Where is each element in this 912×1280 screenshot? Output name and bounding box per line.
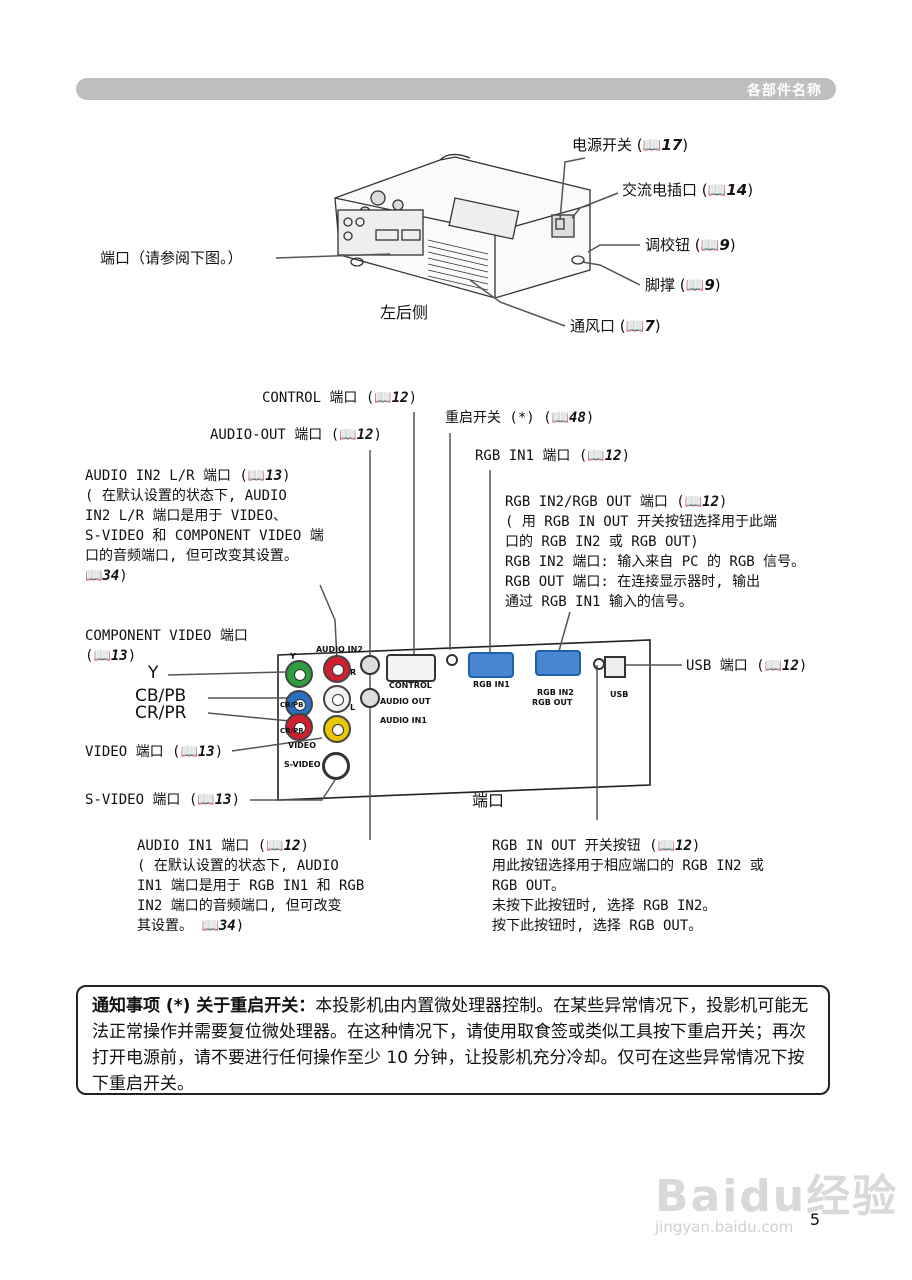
book-icon: 📖 <box>180 744 198 760</box>
top-diagram-caption: 左后侧 <box>380 303 429 322</box>
audio-in1-jack <box>360 688 380 708</box>
book-icon: 📖 <box>93 648 111 664</box>
book-icon: 📖 <box>551 410 570 426</box>
book-icon: 📖 <box>684 494 703 510</box>
label-vent: 通风口 (📖7) <box>570 317 661 335</box>
book-icon: 📖 <box>247 468 266 484</box>
panel-label-usb: USB <box>610 690 629 699</box>
book-icon: 📖 <box>707 181 727 199</box>
label-y: Y <box>148 663 159 683</box>
s-video-jack <box>322 752 350 780</box>
label-reset-switch: 重启开关 (*) (📖48) <box>445 410 595 426</box>
panel-label-cb: CB/PB <box>280 701 304 709</box>
label-power-switch: 电源开关 (📖17) <box>572 136 689 154</box>
panel-label-audio-in2: AUDIO IN2 <box>316 645 363 654</box>
label-video-port: VIDEO 端口 (📖13) <box>85 744 224 760</box>
watermark-url: jingyan.baidu.com <box>655 1218 794 1236</box>
reset-switch <box>446 654 458 666</box>
book-icon: 📖 <box>197 792 215 808</box>
label-cr-pr: CR/PR <box>135 703 187 723</box>
panel-label-cr: CR/PR <box>280 727 304 735</box>
label-control-port: CONTROL 端口 (📖12) <box>262 390 418 406</box>
book-icon: 📖 <box>685 276 705 294</box>
panel-label-rgb-in1: RGB IN1 <box>473 680 510 689</box>
panel-label-r: R <box>350 668 357 677</box>
audio-in2-l-jack <box>323 685 351 713</box>
rgb-in2-out-port <box>535 650 581 676</box>
book-icon: 📖 <box>700 236 720 254</box>
jack-center <box>332 664 344 676</box>
book-icon: 📖 <box>201 918 219 934</box>
book-icon: 📖 <box>85 568 103 584</box>
notice-body: 本投影机由内置微处理器控制。在某些异常情况下，投影机可能无法正常操作并需要复位微… <box>92 996 809 1094</box>
label-adjust-button: 调校钮 (📖9) <box>645 236 736 254</box>
label-rgb-in2-block: RGB IN2/RGB OUT 端口 (📖12) ( 用 RGB IN OUT … <box>505 494 806 610</box>
panel-label-audio-in1: AUDIO IN1 <box>380 716 427 725</box>
label-ac-inlet: 交流电插口 (📖14) <box>622 181 754 199</box>
book-icon: 📖 <box>374 390 392 406</box>
book-icon: 📖 <box>339 427 357 443</box>
panel-label-video: VIDEO <box>288 741 317 750</box>
label-cb-pb: CB/PB <box>135 686 187 706</box>
label-rgb-in1-port: RGB IN1 端口 (📖12) <box>475 448 631 464</box>
book-icon: 📖 <box>587 448 605 464</box>
jack-center <box>294 699 306 711</box>
label-component-video: COMPONENT VIDEO 端口 (📖13) <box>85 628 248 664</box>
panel-label-l: L <box>350 703 356 712</box>
watermark-logo: Baidu经验 <box>655 1171 899 1222</box>
panel-label-y: Y <box>290 652 296 661</box>
section-title: 各部件名称 <box>747 83 822 99</box>
jack-center <box>332 694 344 706</box>
label-audio-out-port: AUDIO-OUT 端口 (📖12) <box>210 427 382 443</box>
book-icon: 📖 <box>764 658 783 674</box>
book-icon: 📖 <box>266 838 284 854</box>
panel-label-control: CONTROL <box>389 681 432 690</box>
label-audio-in2-block: AUDIO IN2 L/R 端口 (📖13) ( 在默认设置的状态下, AUDI… <box>85 468 324 584</box>
jack-center <box>294 669 306 681</box>
book-icon: 📖 <box>625 317 645 335</box>
jack-center <box>332 724 344 736</box>
notice-title: 通知事项 (*) 关于重启开关： <box>92 996 316 1016</box>
usb-port <box>604 656 626 678</box>
connection-panel <box>277 639 651 801</box>
label-s-video-port: S-VIDEO 端口 (📖13) <box>85 792 241 808</box>
control-port <box>386 654 436 682</box>
jack-center <box>294 722 306 734</box>
label-foot: 脚撑 (📖9) <box>645 276 721 294</box>
rgb-in1-port <box>468 652 514 678</box>
label-audio-in1-block: AUDIO IN1 端口 (📖12) ( 在默认设置的状态下, AUDIO IN… <box>137 838 365 934</box>
label-usb-port: USB 端口 (📖12) <box>686 658 808 674</box>
projector-illustration <box>334 153 591 299</box>
label-rgb-switch-block: RGB IN OUT 开关按钮 (📖12) 用此按钮选择用于相应端口的 RGB … <box>492 838 764 934</box>
book-icon: 📖 <box>642 136 662 154</box>
audio-out-jack <box>360 655 380 675</box>
header-bar <box>76 78 836 100</box>
page-number: 5 <box>809 1210 820 1229</box>
label-ports: 端口（请参阅下图。） <box>100 249 243 267</box>
panel-label-s-video: S-VIDEO <box>284 760 321 769</box>
panel-label-audio-out: AUDIO OUT <box>380 697 431 706</box>
panel-label-rgb-in2: RGB IN2 <box>537 688 574 697</box>
notice-box: 通知事项 (*) 关于重启开关：本投影机由内置微处理器控制。在某些异常情况下，投… <box>76 985 830 1095</box>
bottom-diagram-caption: 端口 <box>472 791 505 810</box>
book-icon: 📖 <box>657 838 676 854</box>
panel-label-rgb-out: RGB OUT <box>532 698 573 707</box>
